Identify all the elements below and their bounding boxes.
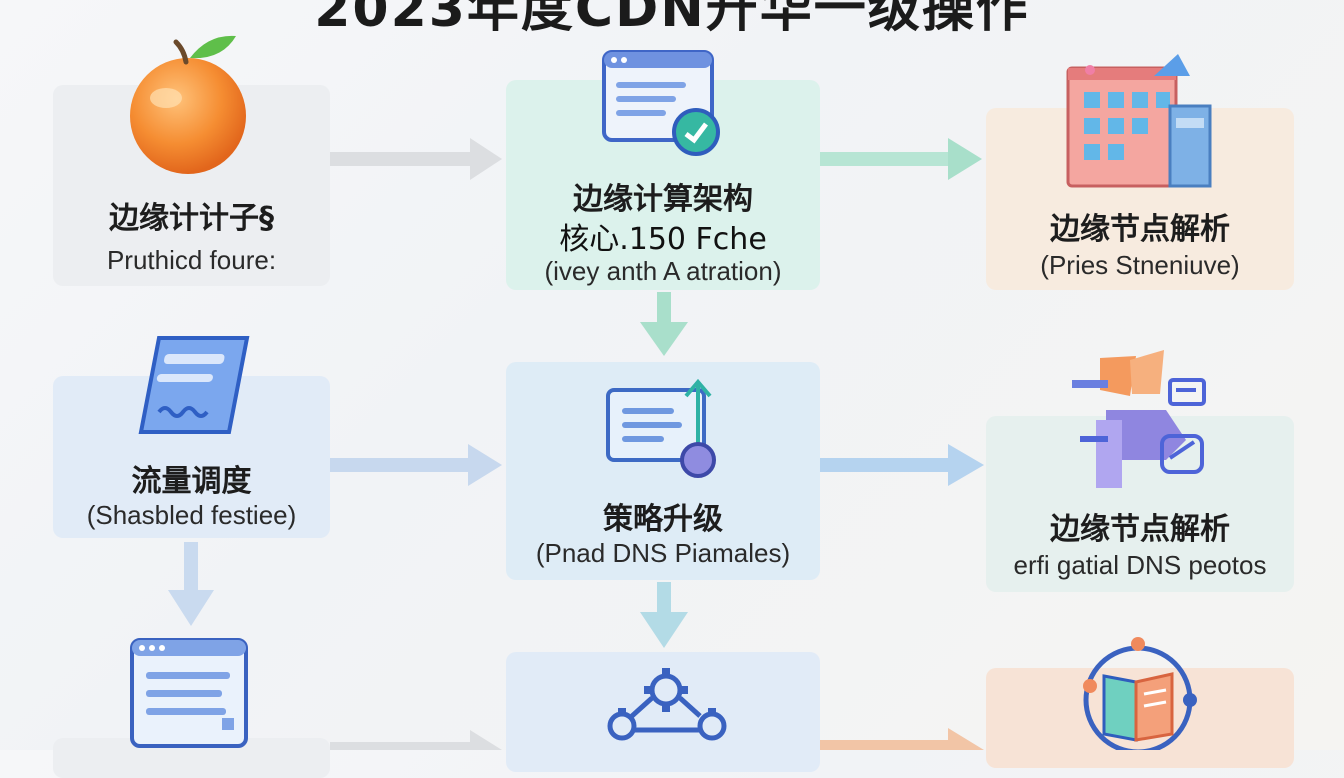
diagram-title: 2023年度CDN升华一级操作 (314, 0, 1030, 39)
arrow-n4-n7 (168, 542, 214, 626)
building-icon (1066, 54, 1212, 188)
node-edge-node-parse: 边缘节点解析 (Pries Stneniuve) (986, 108, 1294, 290)
node-title: 边缘计算架构 (573, 182, 753, 217)
window-upload-icon (606, 378, 716, 478)
browser-window-check-icon (602, 50, 720, 156)
node-subtitle: Pruthicd foure: (106, 245, 277, 275)
connector-arrows (168, 138, 984, 750)
arrow-n2-n5 (640, 292, 688, 356)
node-title: 流量调度 (131, 464, 252, 499)
arrow-n1-n2 (330, 138, 502, 180)
node-edge-architecture: 边缘计算架构 核心.150 Fche (ivey anth A atration… (506, 80, 820, 290)
arrow-n4-n5 (330, 444, 502, 486)
node-title: 边缘计计子§ (109, 201, 274, 236)
arrow-n5-n6 (820, 444, 984, 486)
node-title: 边缘节点解析 (1050, 212, 1230, 247)
node-subtitle: (Pries Stneniuve) (1040, 250, 1240, 280)
gears-network-icon (607, 668, 727, 741)
arrow-n5-n8 (640, 582, 688, 648)
arrow-n7-n8 (330, 730, 502, 750)
arrow-n2-n3 (820, 138, 982, 180)
node-subtitle: (ivey anth A atration) (544, 256, 782, 286)
node-subtitle: (Shasbled festiee) (86, 500, 297, 530)
node-subtitle: (Pnad DNS Piamales) (535, 538, 791, 568)
card-document-icon (138, 336, 250, 434)
orange-fruit-icon (130, 35, 246, 174)
node-subtitle: erfi gatial DNS peotos (1013, 550, 1267, 580)
node-title: 边缘节点解析 (1050, 512, 1230, 547)
abstract-shapes-icon (1072, 350, 1206, 488)
node-title-line2: 核心.150 Fche (559, 222, 767, 257)
globe-book-icon (1083, 637, 1197, 750)
browser-list-icon (130, 638, 248, 748)
arrow-n8-n9 (820, 728, 984, 750)
node-title: 策略升级 (603, 502, 723, 537)
